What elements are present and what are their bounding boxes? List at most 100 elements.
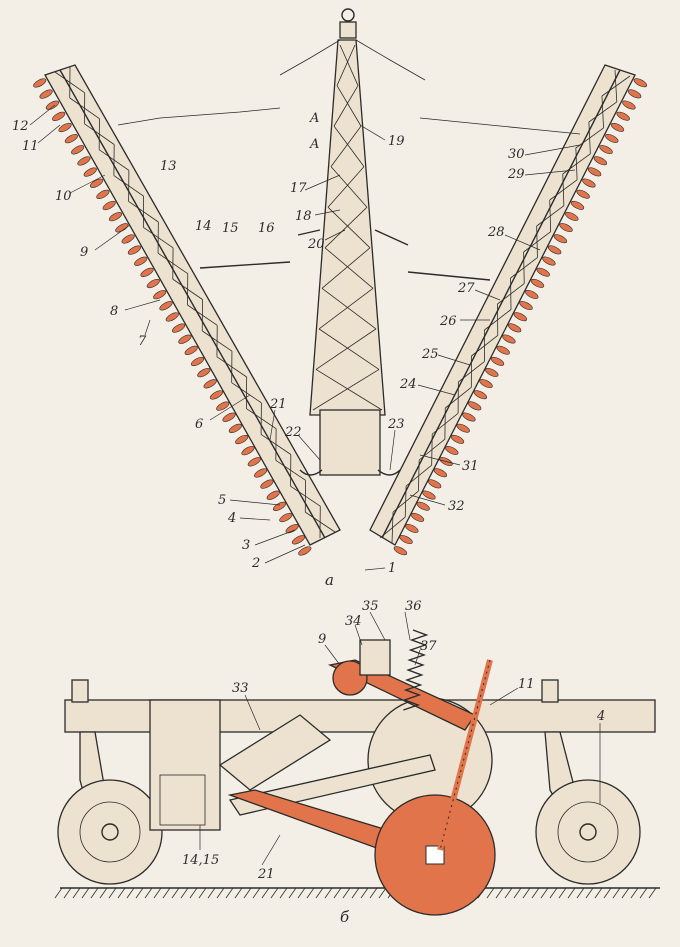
disc-blade: [496, 345, 510, 355]
ground-hatch-mark: [162, 887, 171, 899]
disc-blade: [71, 145, 85, 155]
ground-hatch-mark: [270, 887, 279, 899]
ground-hatch-mark: [594, 887, 603, 899]
truss-member: [379, 516, 406, 539]
ground-hatch-mark: [135, 887, 144, 899]
ground-hatch-mark: [630, 887, 639, 899]
truss-member: [318, 288, 374, 330]
disc-blade: [165, 312, 179, 322]
disc-blade: [134, 256, 148, 266]
label-22: 22: [284, 425, 302, 440]
caption-a: а: [325, 571, 334, 589]
truss-member: [471, 335, 499, 357]
truss-member: [575, 127, 604, 149]
disc-blade: [399, 535, 413, 545]
disc-blade: [291, 535, 306, 545]
truss-member: [588, 101, 618, 123]
label-1: 1: [388, 561, 396, 576]
truss-member: [418, 438, 446, 461]
disc-blade: [490, 356, 505, 366]
central-truss-frame: [309, 39, 386, 416]
truss-member: [336, 44, 356, 86]
label-7: 7: [138, 334, 147, 349]
leader-lines-bottom: [199, 611, 601, 866]
label-4-bottom: 4: [596, 709, 605, 724]
label-9: 9: [80, 245, 88, 260]
disc-blade: [190, 356, 205, 367]
label-13: 13: [160, 159, 177, 174]
ground-hatch-mark: [540, 887, 549, 899]
disc-blade: [582, 178, 596, 188]
disc-blade: [247, 457, 261, 467]
label-12: 12: [12, 119, 29, 134]
ground-hatch-mark: [378, 887, 387, 899]
disc-blade: [285, 524, 299, 534]
ground-hatch-mark: [504, 887, 513, 899]
ground-hatch-mark: [198, 887, 207, 899]
disc-blade: [519, 301, 533, 311]
label-8: 8: [110, 304, 118, 319]
ground-hatch-mark: [315, 887, 324, 899]
truss-member: [333, 125, 365, 167]
ground-hatch-mark: [558, 887, 567, 899]
ground-hatch-mark: [567, 887, 576, 899]
disc-blade: [266, 490, 280, 500]
disc-blade: [405, 523, 419, 533]
truss-member: [315, 328, 377, 370]
truss-member: [405, 464, 432, 487]
label-29: 29: [507, 167, 525, 182]
right-gang-discs: [393, 78, 648, 556]
chain-30: [419, 117, 581, 135]
truss-member: [601, 75, 631, 97]
wheel-right-hub: [557, 801, 619, 863]
central-truss-members: [312, 44, 383, 411]
wheel-right: [535, 779, 641, 885]
disc-blade: [513, 312, 528, 322]
disc-blade: [456, 423, 470, 433]
disc-blade: [565, 211, 579, 221]
disc-blade: [33, 78, 47, 88]
disc-blade: [216, 401, 230, 411]
truss-member: [327, 166, 365, 208]
disc-blade: [445, 445, 459, 455]
disc-blade: [197, 368, 211, 378]
hitch-ring: [341, 8, 355, 22]
truss-member: [318, 328, 380, 370]
ground-hatch-mark: [144, 887, 153, 899]
ground-hatch-mark: [261, 887, 270, 899]
chain-13: [117, 107, 281, 126]
disc-blade: [547, 245, 562, 255]
ground-hatch-mark: [72, 887, 81, 899]
label-37: 37: [420, 639, 437, 654]
disc-blade: [45, 100, 59, 110]
disc-blade: [39, 89, 53, 99]
disc-blade: [576, 189, 590, 199]
base-box: [319, 409, 381, 476]
label-32: 32: [448, 499, 465, 514]
disc-blade: [260, 479, 274, 489]
wheel-left: [57, 779, 163, 885]
truss-member: [330, 125, 362, 167]
ground-hatch-mark: [486, 887, 495, 899]
disc-blade: [627, 89, 642, 99]
disc-blade: [410, 512, 425, 522]
truss-member: [321, 288, 377, 330]
disc-blade: [64, 134, 78, 144]
disc-blade: [462, 412, 476, 422]
wheel-left-axle: [101, 823, 119, 841]
left-gang-centerline: [59, 69, 326, 539]
disc-blade: [96, 189, 110, 200]
disc-blade: [228, 423, 242, 434]
label-23: 23: [387, 417, 405, 432]
ground-hatch-mark: [612, 887, 621, 899]
screw-thread: [439, 659, 491, 851]
caption-b: б: [340, 908, 350, 926]
truss-member: [549, 179, 578, 201]
disc-blade: [530, 278, 545, 288]
disc-blade: [467, 401, 482, 411]
label-19: 19: [388, 134, 405, 149]
disc-blade: [610, 122, 625, 132]
disc-blade: [209, 390, 224, 400]
ground-hatch-mark: [603, 887, 612, 899]
